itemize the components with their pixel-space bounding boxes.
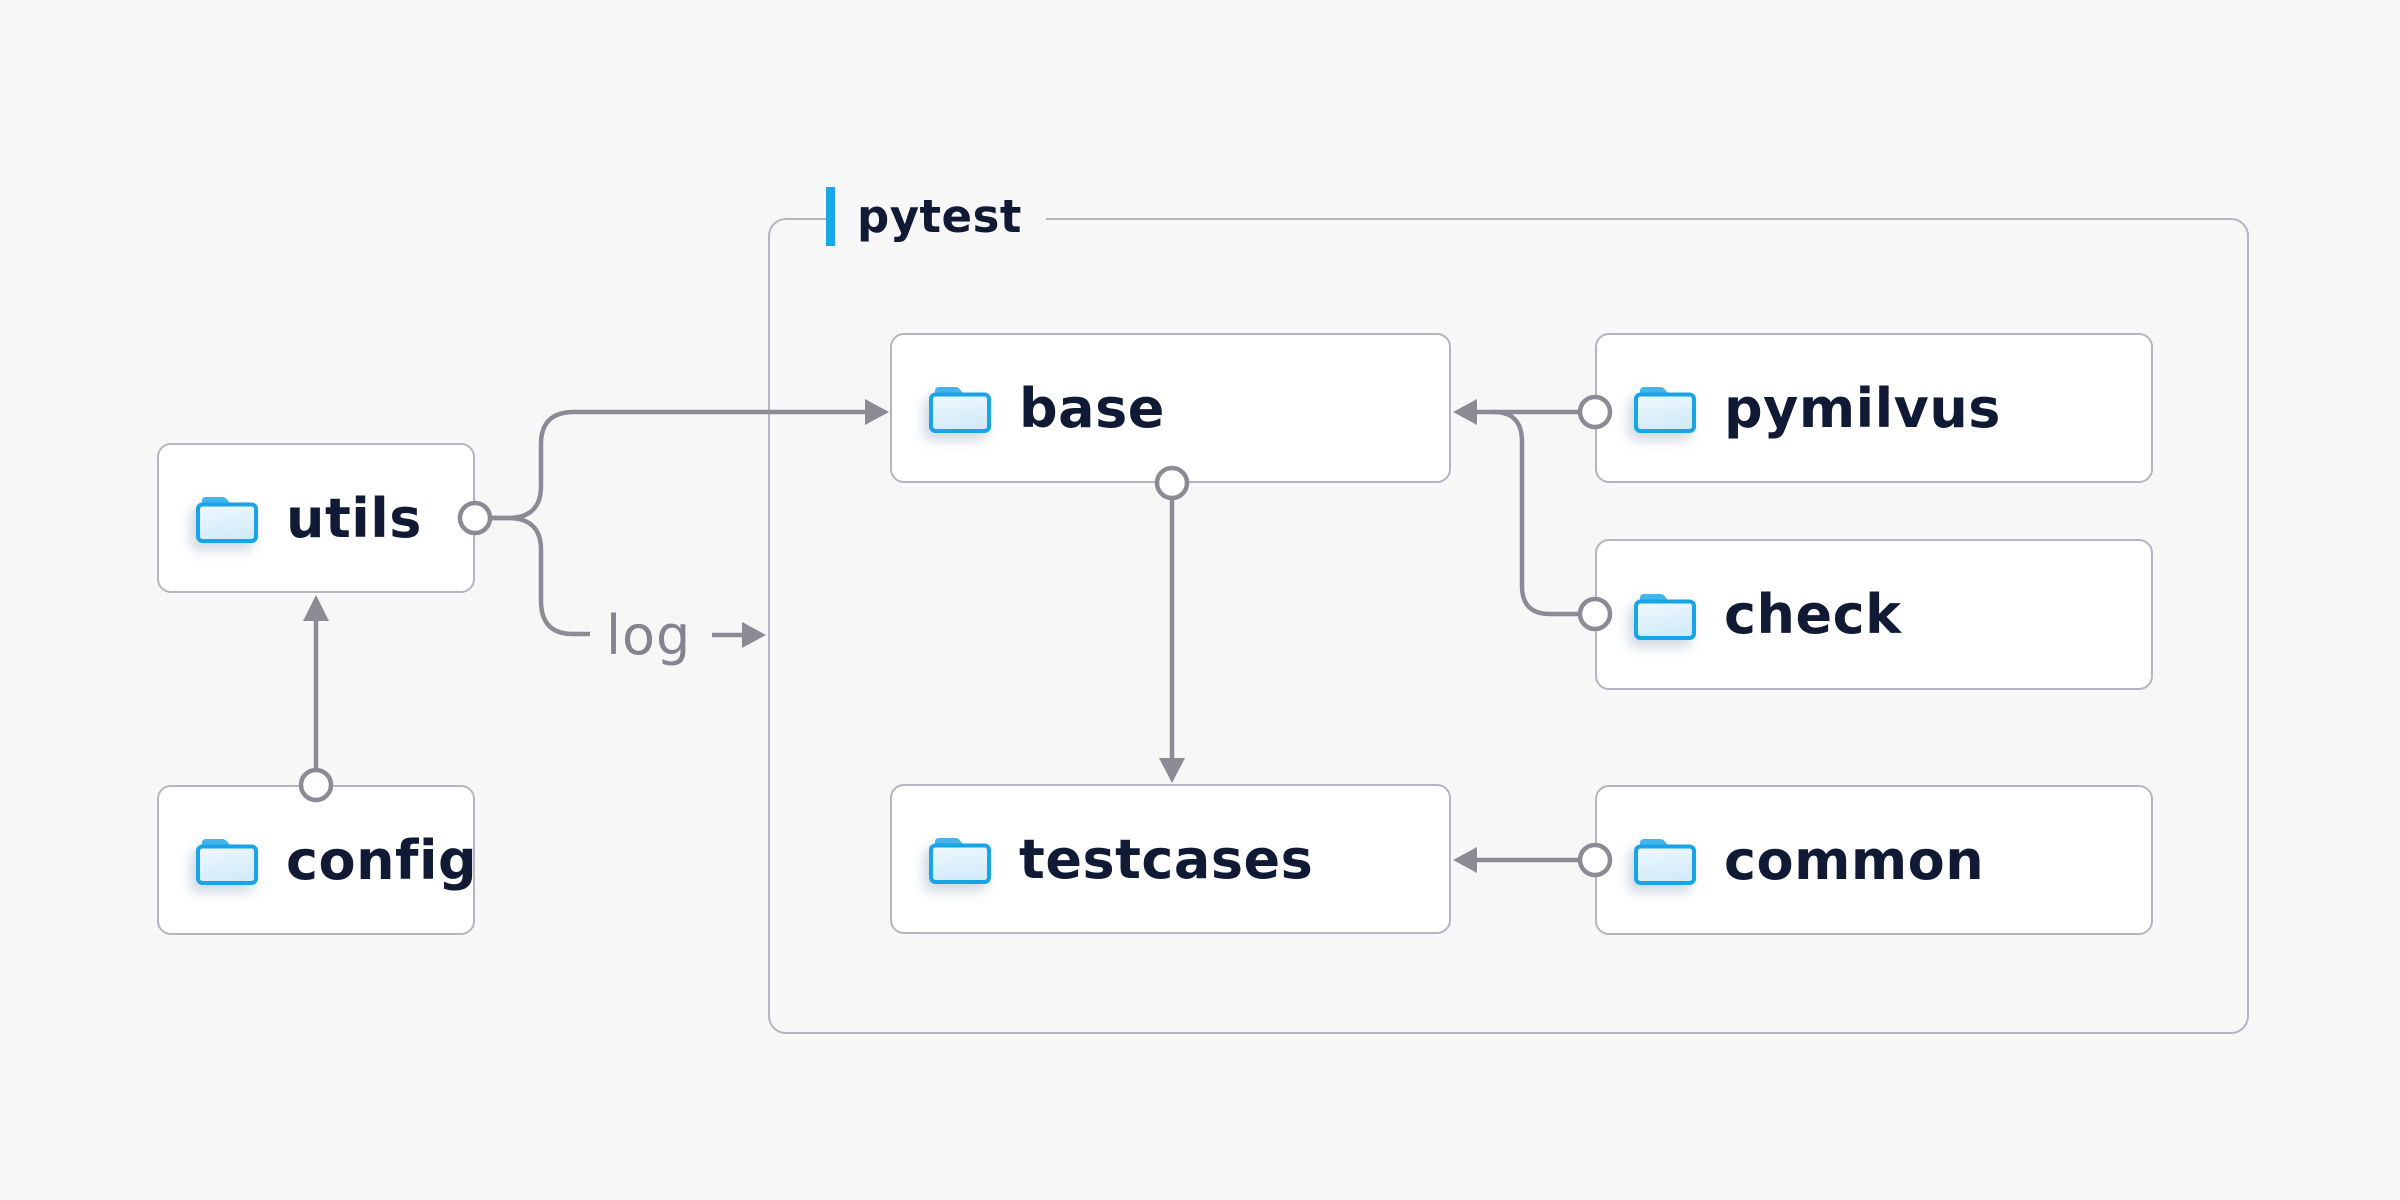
folder-icon — [1634, 839, 1696, 885]
log-edge-label: log — [606, 604, 692, 667]
node-label: common — [1724, 828, 1985, 892]
folder-icon — [196, 497, 258, 543]
node-base: base — [890, 333, 1451, 483]
node-label: config — [286, 828, 478, 892]
edge-utils-to-log — [490, 515, 590, 637]
folder-icon — [929, 838, 991, 884]
node-utils: utils — [157, 443, 475, 593]
pytest-group-label: pytest — [826, 186, 1046, 246]
node-config: config — [157, 785, 478, 935]
node-label: utils — [286, 486, 422, 550]
node-testcases: testcases — [890, 784, 1451, 934]
node-label: pymilvus — [1724, 376, 2001, 440]
folder-icon — [1634, 593, 1696, 640]
arrowhead-log-into-group — [742, 622, 766, 648]
arrowhead-into-utils — [303, 595, 329, 621]
node-pymilvus: pymilvus — [1595, 333, 2153, 483]
folder-icon — [196, 839, 258, 885]
folder-icon — [1634, 387, 1696, 433]
node-common: common — [1595, 785, 2153, 935]
accent-bar — [826, 186, 835, 246]
node-label: testcases — [1019, 827, 1314, 891]
node-label: check — [1724, 583, 1902, 646]
folder-icon — [929, 387, 991, 433]
pytest-group-box — [768, 218, 2249, 1034]
node-label: base — [1019, 376, 1165, 440]
group-title: pytest — [857, 189, 1022, 243]
node-check: check — [1595, 539, 2153, 690]
